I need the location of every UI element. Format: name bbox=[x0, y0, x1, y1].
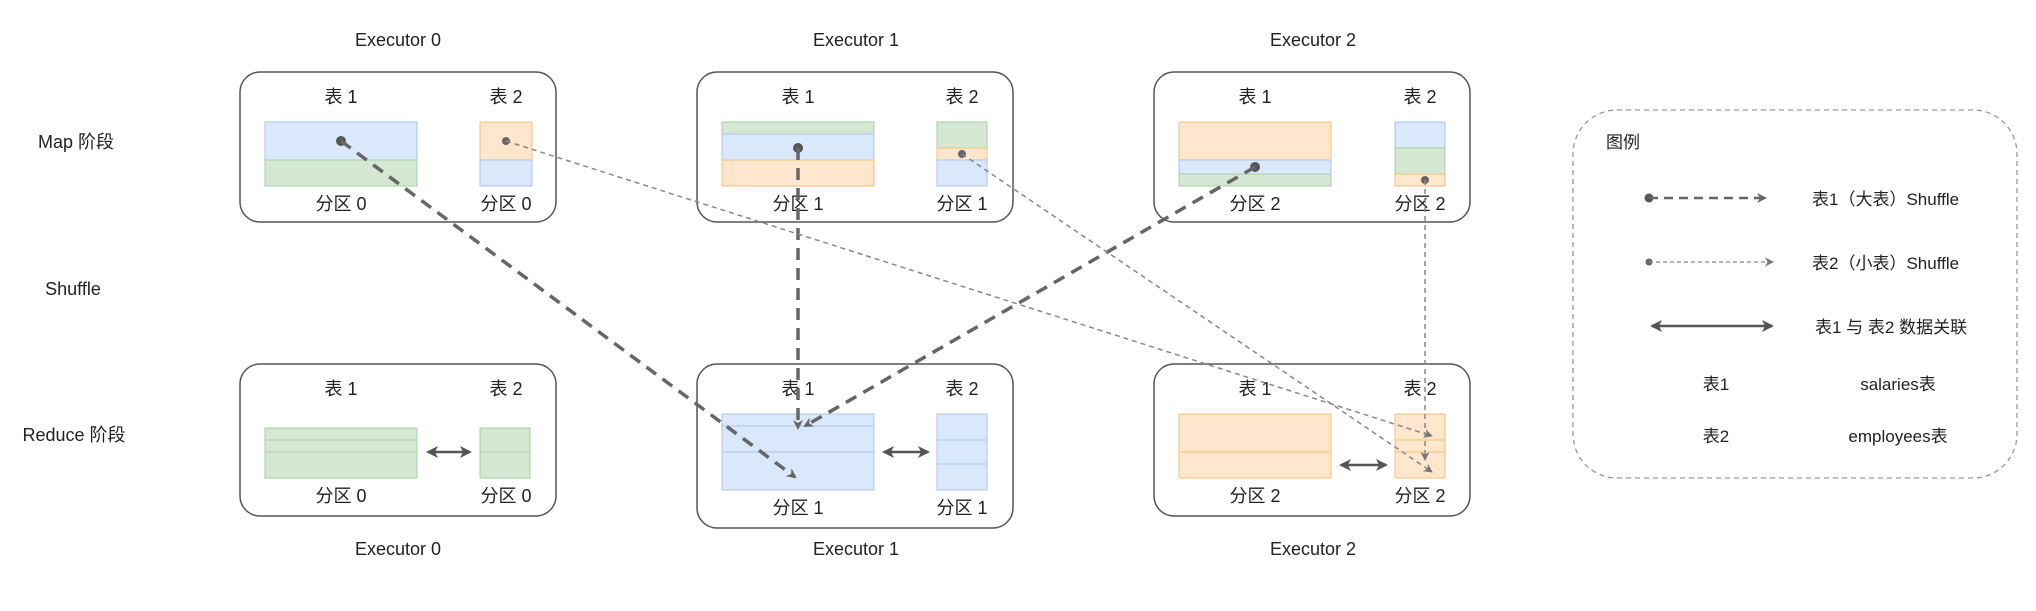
table1-segment-green bbox=[1178, 173, 1332, 187]
table2-segment-blue bbox=[1394, 121, 1446, 149]
legend: 图例 表1（大表）Shuffle 表2（小表）Shuffle 表1 与 表2 数… bbox=[1572, 109, 2018, 479]
partition-label: 分区 1 bbox=[936, 498, 987, 518]
reduce-executor-0: 表 1 表 2 分区 0 分区 0 bbox=[239, 363, 557, 517]
big-table-shuffle-arrows bbox=[336, 136, 1260, 479]
partition-label: 分区 1 bbox=[772, 194, 823, 214]
legend-join-label: 表1 与 表2 数据关联 bbox=[1815, 318, 1967, 337]
legend-table2-value: employees表 bbox=[1848, 427, 1947, 446]
table2-segment-green bbox=[1394, 147, 1446, 175]
map-executor-2: 表 1 表 2 分区 2 分区 2 bbox=[1153, 71, 1471, 223]
table2-segment-orange bbox=[1394, 451, 1446, 479]
table1-segment-green bbox=[264, 451, 418, 479]
table1-label: 表 1 bbox=[1238, 87, 1271, 107]
table1-segment-blue bbox=[721, 425, 875, 453]
stage-label-reduce: Reduce 阶段 bbox=[22, 425, 125, 445]
partition-label: 分区 1 bbox=[772, 498, 823, 518]
table2-label: 表 2 bbox=[945, 379, 978, 399]
table1-label: 表 1 bbox=[324, 379, 357, 399]
table1-segment-orange bbox=[1178, 451, 1332, 479]
table1-label: 表 1 bbox=[1238, 379, 1271, 399]
map-executor-1: 表 1 表 2 分区 1 分区 1 bbox=[696, 71, 1014, 223]
table2-segment-blue bbox=[936, 463, 988, 491]
table2-label: 表 2 bbox=[1403, 379, 1436, 399]
small-table-shuffle-arrows bbox=[502, 137, 1433, 473]
table2-label: 表 2 bbox=[489, 379, 522, 399]
partition-label: 分区 1 bbox=[936, 194, 987, 214]
legend-box bbox=[1572, 109, 2018, 479]
table1-segment-green bbox=[264, 427, 418, 441]
table2-segment-orange bbox=[1394, 413, 1446, 441]
table2-segment-green bbox=[479, 427, 531, 453]
executor-label-top-1: Executor 1 bbox=[813, 30, 899, 50]
stage-label-shuffle: Shuffle bbox=[45, 279, 101, 299]
table2-segment-green bbox=[936, 121, 988, 149]
table1-segment-green bbox=[721, 121, 875, 135]
table1-segment-green bbox=[264, 159, 418, 187]
partition-label: 分区 0 bbox=[315, 194, 366, 214]
reduce-executor-1: 表 1 表 2 分区 1 分区 1 bbox=[696, 363, 1014, 529]
partition-label: 分区 0 bbox=[480, 194, 531, 214]
table2-label: 表 2 bbox=[489, 87, 522, 107]
map-executor-0: 表 1 表 2 分区 0 分区 0 bbox=[239, 71, 557, 223]
executor-label-top-0: Executor 0 bbox=[355, 30, 441, 50]
table2-segment-blue bbox=[936, 413, 988, 441]
legend-table1-key: 表1 bbox=[1703, 375, 1729, 394]
table1-label: 表 1 bbox=[781, 87, 814, 107]
shuffle-arrow-big bbox=[339, 139, 797, 479]
legend-table2-key: 表2 bbox=[1703, 427, 1729, 446]
stage-label-map: Map 阶段 bbox=[38, 132, 114, 152]
table2-label: 表 2 bbox=[945, 87, 978, 107]
partition-label: 分区 2 bbox=[1394, 194, 1445, 214]
table1-segment-orange bbox=[1178, 413, 1332, 453]
table2-label: 表 2 bbox=[1403, 87, 1436, 107]
legend-title: 图例 bbox=[1606, 133, 1640, 152]
reduce-executor-2: 表 1 表 2 分区 2 分区 2 bbox=[1153, 363, 1471, 517]
table2-segment-orange bbox=[1394, 439, 1446, 453]
partition-label: 分区 0 bbox=[480, 486, 531, 506]
executor-label-bottom-2: Executor 2 bbox=[1270, 539, 1356, 559]
legend-table1-value: salaries表 bbox=[1860, 375, 1936, 394]
table1-segment-orange bbox=[1178, 121, 1332, 161]
partition-label: 分区 0 bbox=[315, 486, 366, 506]
table1-segment-green bbox=[264, 439, 418, 453]
table2-segment-green bbox=[479, 451, 531, 479]
executor-label-top-2: Executor 2 bbox=[1270, 30, 1356, 50]
shuffle-arrow-big bbox=[803, 165, 1256, 428]
executor-label-bottom-1: Executor 1 bbox=[813, 539, 899, 559]
partition-label: 分区 2 bbox=[1394, 486, 1445, 506]
legend-small-shuffle-label: 表2（小表）Shuffle bbox=[1812, 254, 1959, 273]
partition-label: 分区 2 bbox=[1229, 486, 1280, 506]
executor-label-bottom-0: Executor 0 bbox=[355, 539, 441, 559]
table1-label: 表 1 bbox=[324, 87, 357, 107]
partition-label: 分区 2 bbox=[1229, 194, 1280, 214]
legend-big-shuffle-label: 表1（大表）Shuffle bbox=[1812, 190, 1959, 209]
shuffle-arrow-small bbox=[961, 153, 1433, 473]
table2-segment-orange bbox=[1394, 173, 1446, 187]
table1-segment-blue bbox=[721, 451, 875, 491]
table2-segment-blue bbox=[936, 159, 988, 187]
table2-segment-blue bbox=[936, 439, 988, 465]
table2-segment-blue bbox=[479, 159, 533, 187]
